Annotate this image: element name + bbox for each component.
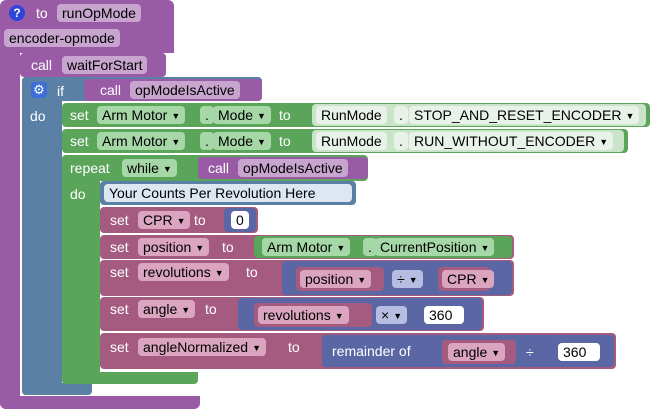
var-dropdown[interactable]: position▼: [138, 238, 210, 256]
to-label: to: [246, 264, 258, 280]
to-label: to: [222, 239, 234, 255]
enum-type-field: RunMode: [316, 106, 387, 124]
repeat-cond-name-field[interactable]: opModeIsActive: [238, 159, 348, 177]
var-dropdown[interactable]: position▼: [300, 270, 372, 288]
set-label: set: [110, 239, 129, 255]
device-dropdown[interactable]: Arm Motor▼: [97, 132, 186, 150]
set-label: set: [110, 301, 129, 317]
repeat-block[interactable]: [62, 155, 100, 384]
enum-type-field: RunMode: [316, 132, 387, 150]
property-dropdown[interactable]: Mode▼: [213, 132, 271, 150]
dropdown-arrow-icon: ▼: [334, 311, 344, 321]
dropdown-arrow-icon: ▼: [257, 111, 266, 121]
device-dropdown[interactable]: Arm Motor▼: [97, 106, 186, 124]
var-dropdown[interactable]: CPR▼: [138, 211, 191, 229]
repeat-bottom: [62, 372, 198, 384]
to-label: to: [205, 301, 217, 317]
dropdown-arrow-icon: ▼: [599, 137, 609, 147]
call-label: call: [31, 57, 53, 73]
if-bottom: [22, 383, 92, 395]
set-label: set: [70, 133, 89, 149]
wait-name-field[interactable]: waitForStart: [62, 56, 148, 74]
dropdown-arrow-icon: ▼: [491, 348, 501, 358]
dot-field: .: [363, 238, 377, 256]
dropdown-arrow-icon: ▼: [408, 275, 418, 285]
opmode-name-field[interactable]: encoder-opmode: [4, 29, 120, 47]
var-dropdown[interactable]: angle▼: [138, 300, 196, 318]
if-cond-name-field[interactable]: opModeIsActive: [130, 81, 240, 99]
dropdown-arrow-icon: ▼: [181, 305, 191, 315]
dropdown-arrow-icon: ▼: [336, 243, 346, 253]
dot-field: .: [200, 132, 214, 150]
gear-icon[interactable]: ⚙: [31, 82, 47, 98]
to-label: to: [194, 212, 206, 228]
enum-dot-field: .: [394, 132, 408, 150]
dropdown-arrow-icon: ▼: [257, 137, 266, 147]
number-field[interactable]: 0: [231, 211, 249, 229]
dropdown-arrow-icon: ▼: [393, 311, 403, 321]
procedure-bottom: [0, 396, 200, 409]
proc-to-label: to: [36, 5, 48, 21]
var-dropdown[interactable]: angle▼: [448, 343, 506, 361]
dropdown-arrow-icon: ▼: [252, 343, 261, 353]
dropdown-arrow-icon: ▼: [357, 275, 367, 285]
property-dropdown[interactable]: Mode▼: [213, 106, 271, 124]
set-label: set: [110, 212, 129, 228]
dot-field: .: [200, 106, 214, 124]
dropdown-arrow-icon: ▼: [171, 137, 181, 147]
dropdown-arrow-icon: ▼: [625, 111, 635, 121]
if-block[interactable]: [22, 77, 62, 395]
repeat-do-label: do: [70, 186, 86, 202]
number-field[interactable]: 360: [558, 343, 600, 361]
var-dropdown[interactable]: revolutions▼: [138, 263, 229, 281]
proc-name-field[interactable]: runOpMode: [57, 4, 141, 22]
to-label: to: [279, 107, 291, 123]
set-label: set: [70, 107, 89, 123]
comment-text-field[interactable]: Your Counts Per Revolution Here: [104, 184, 352, 202]
enum-value-dropdown[interactable]: STOP_AND_RESET_ENCODER▼: [409, 106, 640, 124]
dropdown-arrow-icon: ▼: [480, 243, 490, 253]
to-label: to: [288, 339, 300, 355]
enum-dot-field: .: [394, 106, 408, 124]
set-label: set: [110, 264, 129, 280]
operator-dropdown[interactable]: ×▼: [376, 306, 408, 324]
dropdown-arrow-icon: ▼: [214, 268, 224, 278]
dropdown-arrow-icon: ▼: [171, 111, 181, 121]
property-dropdown[interactable]: CurrentPosition▼: [375, 238, 495, 256]
dropdown-arrow-icon: ▼: [162, 164, 172, 174]
dropdown-arrow-icon: ▼: [176, 216, 186, 226]
dropdown-arrow-icon: ▼: [480, 275, 490, 285]
if-cond-call-label: call: [100, 82, 122, 98]
repeat-label: repeat: [70, 160, 110, 176]
var-dropdown[interactable]: angleNormalized▼: [138, 338, 266, 356]
help-icon[interactable]: ?: [9, 5, 25, 21]
device-dropdown[interactable]: Arm Motor▼: [262, 238, 351, 256]
if-do-label: do: [30, 108, 46, 124]
to-label: to: [279, 133, 291, 149]
enum-value-dropdown[interactable]: RUN_WITHOUT_ENCODER▼: [409, 132, 614, 150]
dropdown-arrow-icon: ▼: [195, 243, 205, 253]
repeat-cond-call-label: call: [208, 160, 230, 176]
remainder-label: remainder of: [332, 343, 411, 359]
operator-dropdown[interactable]: ÷▼: [392, 270, 423, 288]
while-dropdown[interactable]: while▼: [122, 159, 177, 177]
var-dropdown[interactable]: revolutions▼: [258, 306, 349, 324]
divide-symbol: ÷: [526, 344, 534, 360]
var-dropdown[interactable]: CPR▼: [442, 270, 495, 288]
number-field[interactable]: 360: [424, 306, 464, 324]
if-label: if: [57, 83, 64, 99]
set-label: set: [110, 339, 129, 355]
